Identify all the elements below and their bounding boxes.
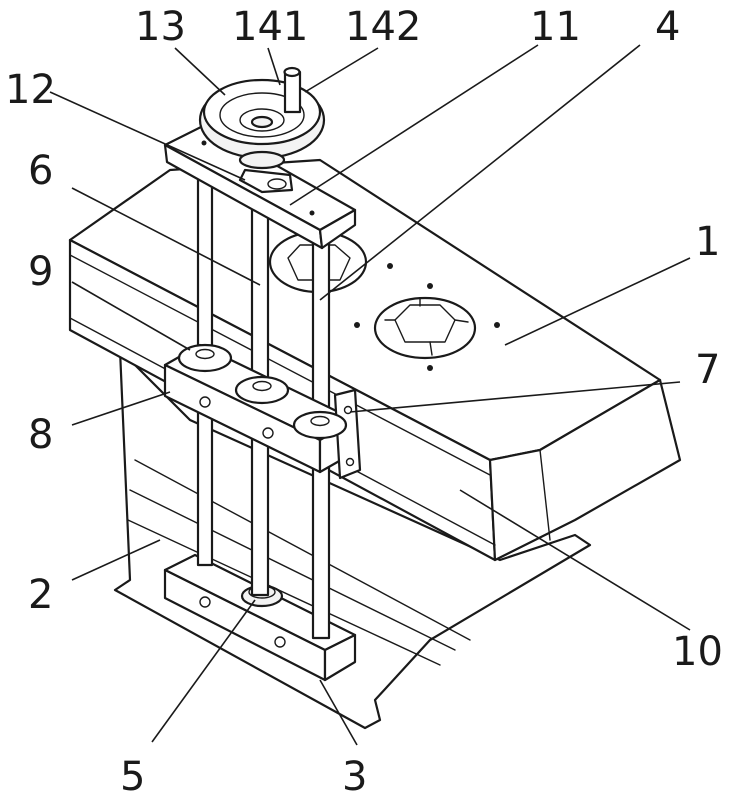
- label-12: 12: [5, 67, 56, 113]
- upper-bracket: [163, 123, 357, 250]
- label-6: 6: [28, 148, 53, 194]
- beam-opening: [373, 296, 477, 360]
- label-141: 141: [232, 4, 308, 50]
- label-13: 13: [135, 4, 186, 50]
- label-4: 4: [655, 4, 680, 50]
- label-142: 142: [345, 4, 421, 50]
- label-1: 1: [695, 219, 720, 265]
- label-8: 8: [28, 412, 53, 458]
- label-5: 5: [120, 754, 145, 800]
- label-11: 11: [530, 4, 581, 50]
- label-3: 3: [342, 754, 367, 800]
- label-2: 2: [28, 572, 53, 618]
- handle-part-142: [283, 70, 302, 114]
- leader-lines: [49, 44, 691, 746]
- label-9: 9: [28, 249, 53, 295]
- handwheel: [198, 66, 326, 170]
- label-7: 7: [695, 347, 720, 393]
- label-10: 10: [672, 629, 723, 675]
- part-labels: 1 2 3 4 5 6 7 8 9 10 11 12 13 141 142: [5, 4, 723, 800]
